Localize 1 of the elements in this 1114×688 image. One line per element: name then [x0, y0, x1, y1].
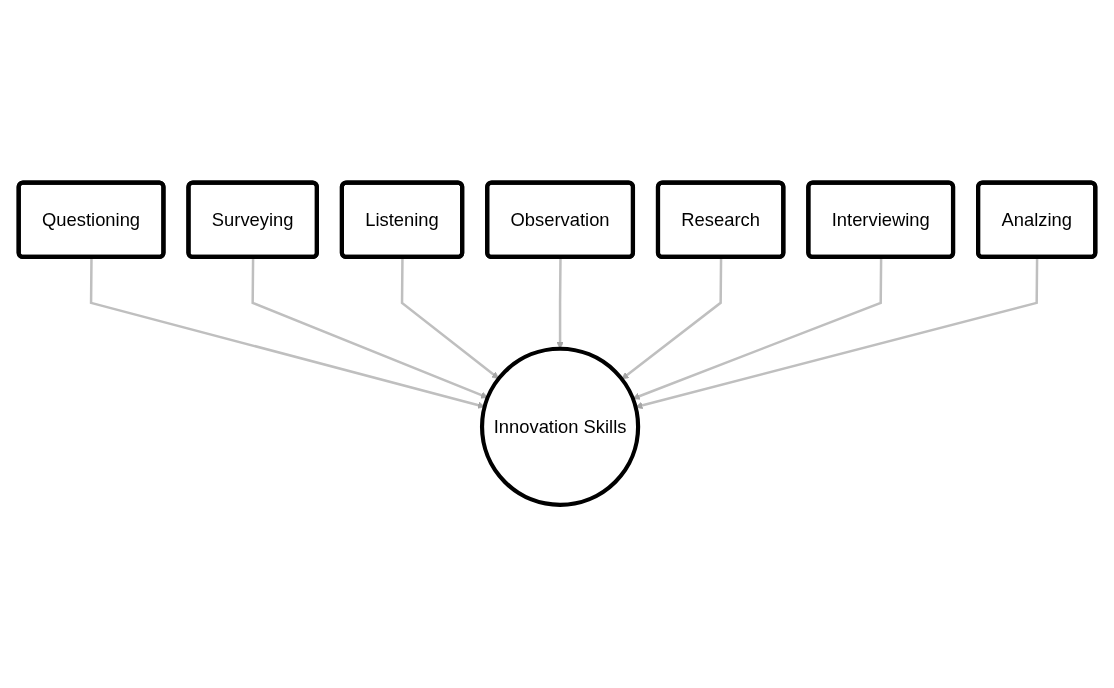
node-circle: Innovation Skills: [479, 346, 641, 508]
